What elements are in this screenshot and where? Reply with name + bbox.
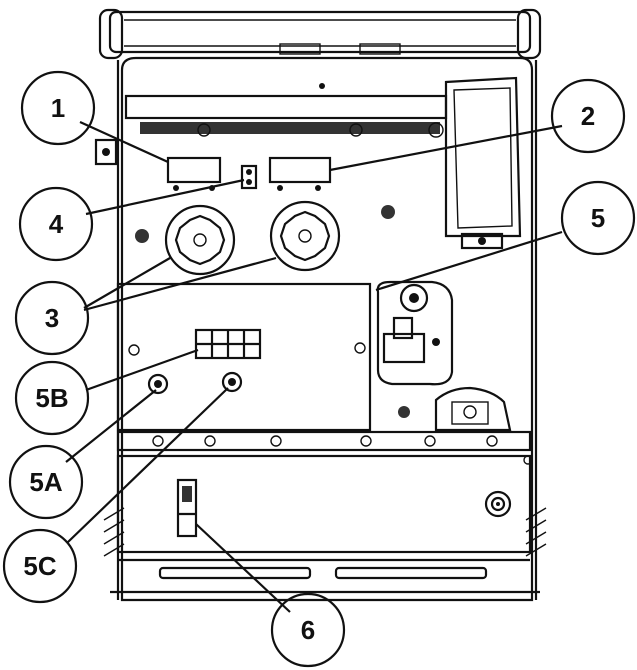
callout-label-5c: 5C	[23, 551, 56, 581]
bolt-icon	[135, 229, 149, 243]
top-rail	[124, 94, 448, 138]
bolt-icon	[398, 406, 410, 418]
callout-5: 5	[560, 180, 636, 256]
callout-3: 3	[14, 280, 90, 356]
callout-label-5b: 5B	[35, 383, 68, 413]
callout-label-5: 5	[591, 203, 605, 233]
wire-feed-cover	[444, 76, 522, 250]
callout-5a: 5A	[8, 444, 84, 520]
gas-fitting-bracket	[434, 386, 512, 432]
panel-divider	[116, 430, 533, 465]
lower-compartment	[103, 454, 547, 557]
indicator-light	[240, 164, 258, 190]
leader-lines	[65, 120, 563, 613]
callout-6: 6	[270, 592, 346, 668]
callout-label-2: 2	[581, 101, 595, 131]
bolt-icon	[381, 205, 395, 219]
drive-assembly	[376, 280, 454, 386]
meter-display-1	[166, 156, 222, 191]
meter-display-2	[268, 156, 332, 191]
base-frame	[110, 558, 540, 594]
control-knob-right[interactable]	[269, 200, 341, 272]
callout-label-5a: 5A	[29, 467, 62, 497]
callout-label-6: 6	[301, 615, 315, 645]
gas-inlet-fitting	[484, 490, 512, 518]
callout-4: 4	[18, 186, 94, 262]
lower-control-panel	[116, 282, 372, 432]
callout-label-4: 4	[49, 209, 64, 239]
machine-housing	[116, 56, 538, 602]
connector-5a[interactable]	[147, 373, 169, 395]
callout-label-3: 3	[45, 303, 59, 333]
callout-2: 2	[550, 78, 626, 154]
terminal-block	[194, 328, 262, 360]
power-switch[interactable]	[176, 478, 198, 538]
lifting-handle	[98, 8, 542, 60]
callout-5b: 5B	[14, 360, 90, 436]
callout-1: 1	[20, 70, 96, 146]
callout-label-1: 1	[51, 93, 65, 123]
callout-5c: 5C	[2, 528, 78, 604]
side-bracket	[94, 138, 118, 166]
control-knob-left[interactable]	[164, 204, 236, 276]
connector-5c[interactable]	[221, 371, 243, 393]
